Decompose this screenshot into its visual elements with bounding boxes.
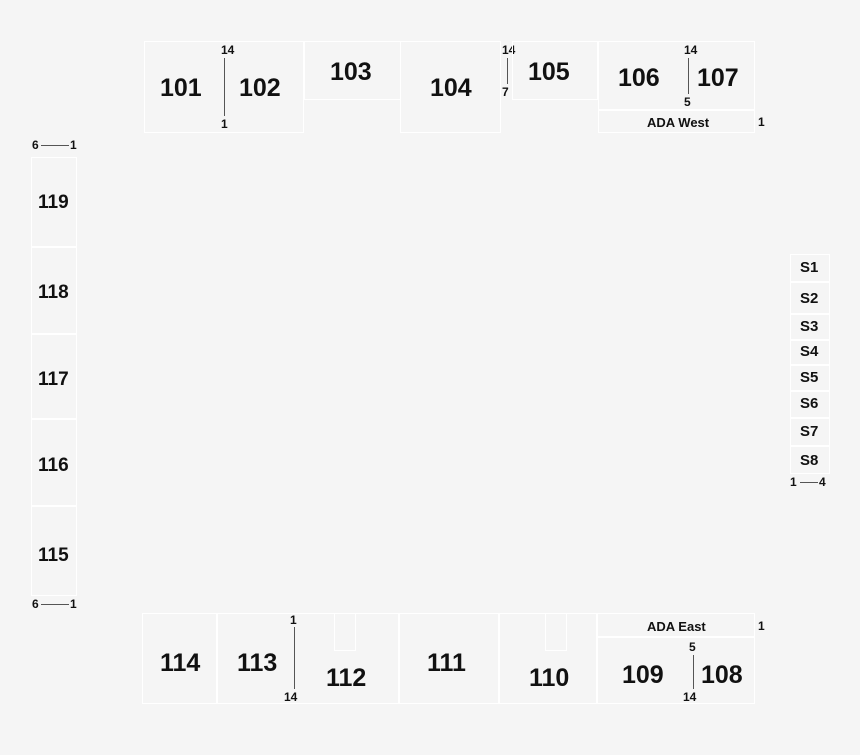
row-divider-106-107 (688, 58, 689, 94)
section-117-label: 117 (38, 369, 69, 390)
section-105[interactable] (512, 41, 598, 100)
row-divider-112-113 (294, 627, 295, 689)
section-108-label: 108 (701, 661, 743, 689)
suite-s3-label: S3 (800, 318, 819, 335)
suite-s4[interactable] (790, 340, 830, 365)
row-marker-top: 1 (290, 613, 297, 627)
suite-s6[interactable] (790, 391, 830, 418)
suite-s8-label: S8 (800, 452, 819, 469)
tunnel-notch-west (334, 650, 356, 651)
tunnel-notch-east (545, 613, 546, 651)
section-113-112-block[interactable] (217, 613, 399, 704)
row-marker-bottom: 14 (284, 690, 298, 704)
tunnel-notch-east (566, 613, 567, 651)
row-marker-bottom: 14 (683, 690, 697, 704)
row-marker: 4 (819, 475, 826, 489)
row-line-suites (800, 482, 818, 483)
section-102-label: 102 (239, 74, 281, 102)
row-marker-bottom: 7 (502, 85, 509, 99)
section-103-label: 103 (330, 58, 372, 86)
row-divider-101-102 (224, 58, 225, 116)
row-marker: 6 (32, 597, 39, 611)
row-line-west-top (41, 145, 69, 146)
section-101-102-block[interactable] (144, 41, 304, 133)
section-115[interactable] (31, 506, 77, 596)
suite-s5[interactable] (790, 365, 830, 391)
section-115-label: 115 (38, 545, 69, 566)
suite-s7[interactable] (790, 418, 830, 446)
section-109-108-block[interactable] (597, 637, 755, 704)
section-117[interactable] (31, 334, 77, 419)
ada-east-label: ADA East (647, 619, 706, 634)
section-101-label: 101 (160, 74, 202, 102)
section-119-label: 119 (38, 192, 69, 213)
ada-east-section[interactable] (597, 613, 755, 637)
section-110-label: 110 (529, 664, 570, 692)
row-marker: 6 (32, 138, 39, 152)
suite-s5-label: S5 (800, 369, 819, 386)
row-marker: 1 (790, 475, 797, 489)
section-114-label: 114 (160, 649, 201, 677)
section-110[interactable] (499, 613, 597, 704)
section-111-label: 111 (427, 649, 466, 677)
section-112-label: 112 (326, 664, 367, 692)
section-111[interactable] (399, 613, 499, 704)
section-113-label: 113 (237, 649, 278, 677)
section-116[interactable] (31, 419, 77, 506)
section-118-label: 118 (38, 282, 69, 303)
tunnel-notch-east (545, 650, 567, 651)
row-marker: 1 (70, 138, 77, 152)
row-divider-108-109 (693, 655, 694, 689)
row-marker-top: 14 (684, 43, 698, 57)
row-marker: 1 (758, 619, 765, 633)
row-marker-bottom: 5 (684, 95, 691, 109)
row-divider-104-105 (507, 58, 508, 84)
tunnel-notch-west (334, 613, 335, 651)
section-114[interactable] (142, 613, 217, 704)
suite-s4-label: S4 (800, 343, 819, 360)
suite-s1-label: S1 (800, 259, 819, 276)
row-marker-top: 5 (689, 640, 696, 654)
ada-west-section[interactable] (598, 110, 755, 133)
section-105-label: 105 (528, 58, 570, 86)
section-109-label: 109 (622, 661, 664, 689)
row-marker: 1 (70, 597, 77, 611)
section-106-107-block[interactable] (598, 41, 755, 110)
suite-s7-label: S7 (800, 423, 819, 440)
row-marker: 1 (758, 115, 765, 129)
row-marker-bottom: 1 (221, 117, 228, 131)
suite-s8[interactable] (790, 446, 830, 474)
section-116-label: 116 (38, 455, 69, 476)
tunnel-notch-west (355, 613, 356, 651)
section-106-label: 106 (618, 64, 660, 92)
section-104[interactable] (400, 41, 501, 133)
row-marker-top: 14 (221, 43, 235, 57)
row-line-west-bottom (41, 604, 69, 605)
suite-s3[interactable] (790, 314, 830, 340)
suite-s2-label: S2 (800, 290, 819, 307)
ada-west-label: ADA West (647, 115, 710, 130)
section-104-label: 104 (430, 74, 472, 102)
section-118[interactable] (31, 247, 77, 334)
suite-s6-label: S6 (800, 395, 819, 412)
suite-s2[interactable] (790, 282, 830, 314)
suite-s1[interactable] (790, 254, 830, 282)
section-119[interactable] (31, 157, 77, 247)
section-107-label: 107 (697, 64, 739, 92)
